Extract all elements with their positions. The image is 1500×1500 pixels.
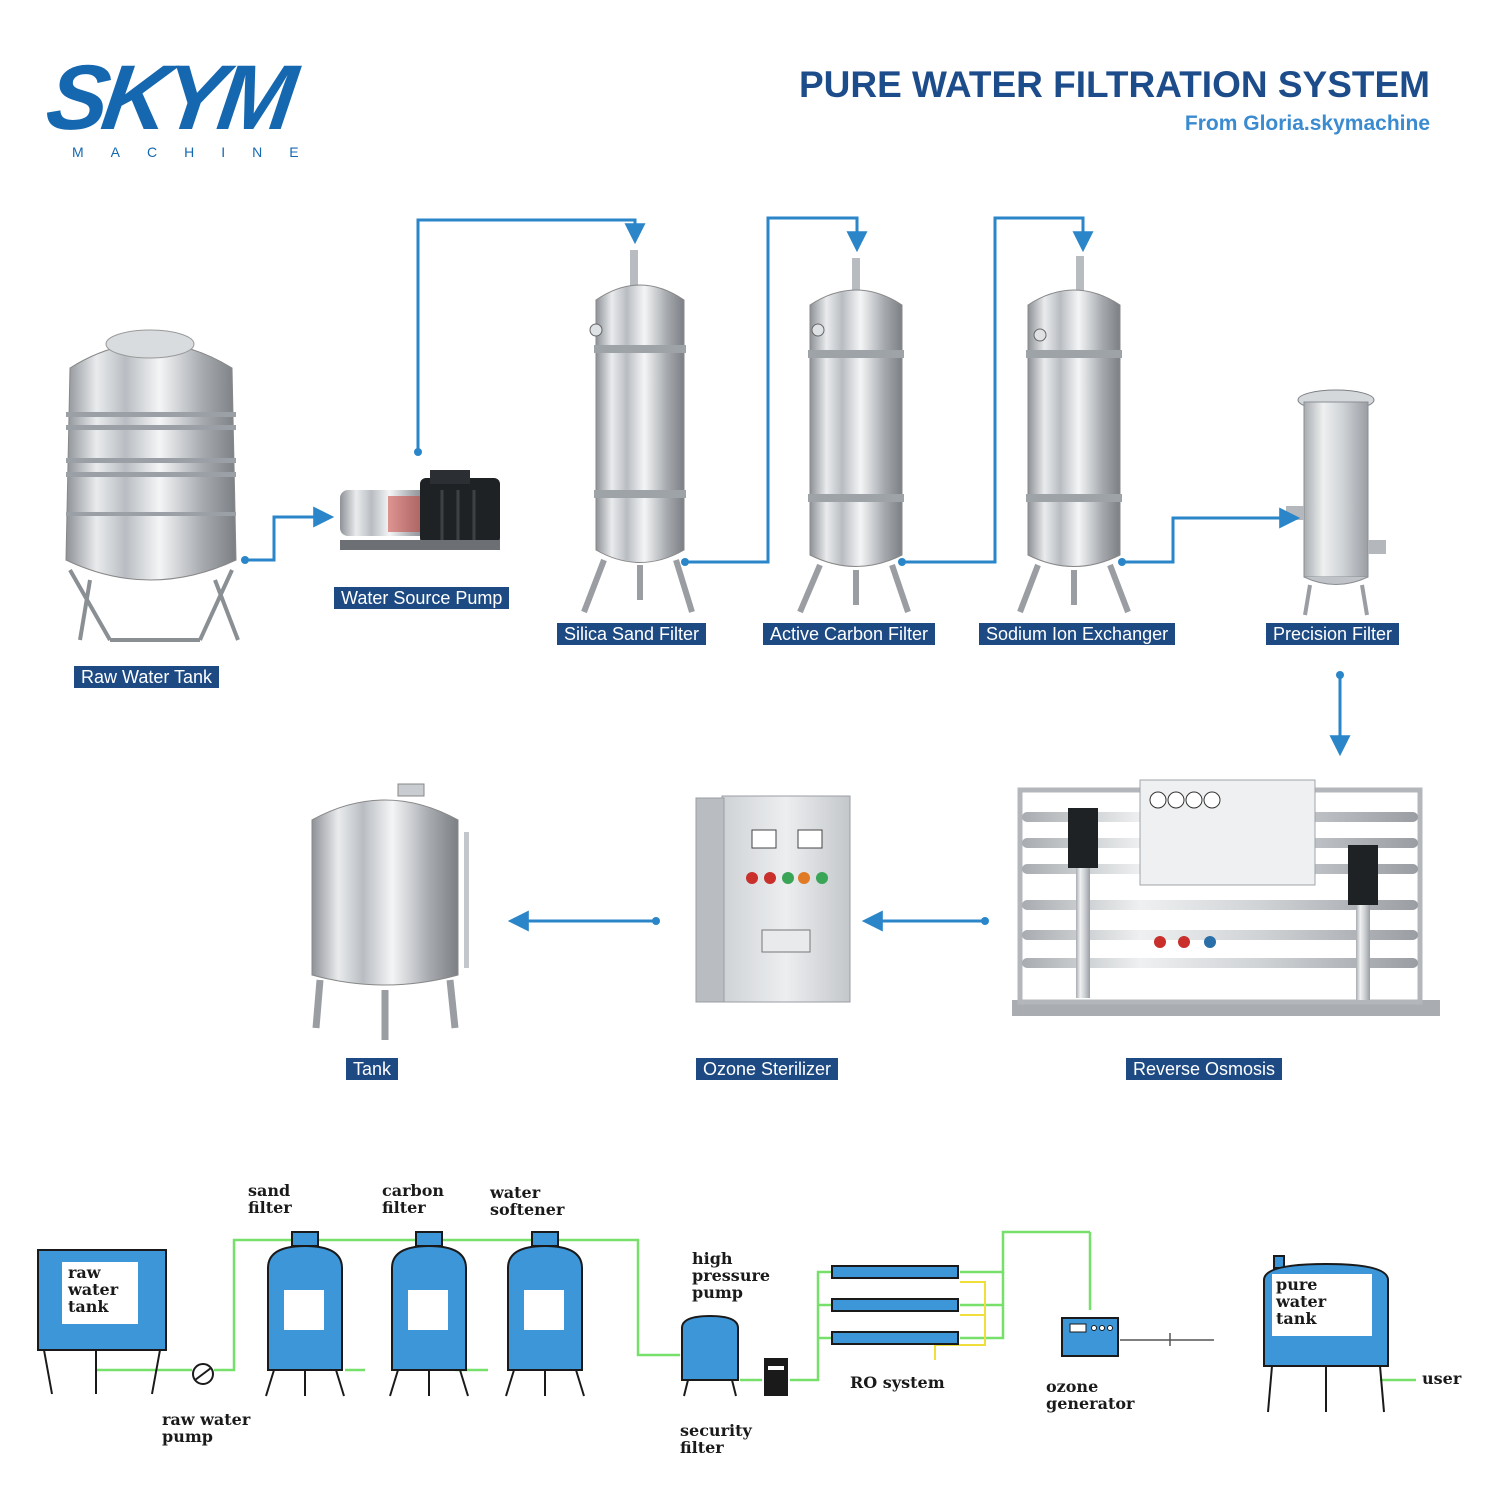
schematic-water-softener bbox=[505, 1231, 585, 1397]
schematic-sand-filter bbox=[265, 1231, 345, 1397]
schematic-label-raw-water-pump: raw water pump bbox=[162, 1410, 256, 1446]
schematic-label-user: user bbox=[1422, 1369, 1462, 1388]
active-carbon-filter-image bbox=[797, 258, 911, 614]
water-source-pump-image bbox=[340, 470, 500, 550]
precision-filter-image bbox=[1286, 389, 1386, 616]
label-precision-filter: Precision Filter bbox=[1266, 623, 1400, 645]
label-ozone-sterilizer: Ozone Sterilizer bbox=[696, 1058, 839, 1080]
flow-dots bbox=[241, 448, 1344, 925]
label-water-source-pump: Water Source Pump bbox=[334, 587, 510, 609]
schematic-ro-membranes bbox=[831, 1265, 959, 1345]
label-tank: Tank bbox=[346, 1058, 399, 1080]
schematic-raw-water-pump bbox=[192, 1363, 214, 1385]
label-raw-water-tank: Raw Water Tank bbox=[74, 666, 220, 688]
schematic-label-pure-water-tank: pure water tank bbox=[1275, 1275, 1332, 1328]
schematic-yellow-lines bbox=[934, 1281, 986, 1360]
skym-logo: SKYM MACHINE bbox=[41, 47, 308, 162]
reverse-osmosis-image bbox=[1012, 779, 1440, 1016]
schematic-label-high-pressure-pump: high pressure pump bbox=[692, 1249, 776, 1302]
schematic-label-raw-water-tank: raw water tank bbox=[67, 1263, 124, 1316]
schematic-label-carbon-filter: carbon filter bbox=[382, 1181, 450, 1217]
arrow-sodium-to-precision bbox=[1122, 507, 1301, 564]
schematic-label-ozone-generator: ozone generator bbox=[1046, 1377, 1135, 1413]
schematic-label-water-softener: water softener bbox=[489, 1183, 565, 1219]
schematic-label-sand-filter: sand filter bbox=[248, 1181, 296, 1217]
arrow-carbon-to-sodium bbox=[902, 216, 1094, 564]
schematic-carbon-filter bbox=[389, 1231, 469, 1397]
schematic-label-security-filter: security filter bbox=[680, 1421, 757, 1457]
schematic-high-pressure-pump bbox=[681, 1314, 739, 1397]
tank-image bbox=[311, 783, 469, 1040]
arrow-sand-to-carbon bbox=[685, 216, 868, 564]
schematic-security-filter bbox=[764, 1358, 788, 1396]
label-silica-sand-filter: Silica Sand Filter bbox=[557, 623, 707, 645]
logo-subtitle: MACHINE bbox=[72, 144, 326, 160]
raw-water-tank-image bbox=[65, 329, 240, 642]
schematic-pure-water-tank bbox=[1263, 1255, 1389, 1413]
sodium-ion-exchanger-image bbox=[1017, 256, 1131, 614]
label-active-carbon-filter: Active Carbon Filter bbox=[763, 623, 936, 645]
silica-sand-filter-image bbox=[581, 250, 695, 614]
arrow-pump-to-sand bbox=[416, 218, 646, 452]
ozone-sterilizer-image bbox=[695, 795, 851, 1003]
label-sodium-ion-exchanger: Sodium Ion Exchanger bbox=[979, 623, 1176, 645]
schematic-thin-line bbox=[1120, 1333, 1214, 1346]
schematic-label-ro-system: RO system bbox=[850, 1373, 945, 1392]
page-title: PURE WATER FILTRATION SYSTEM bbox=[798, 64, 1430, 105]
schematic-raw-water-tank bbox=[37, 1249, 167, 1395]
label-reverse-osmosis: Reverse Osmosis bbox=[1126, 1058, 1283, 1080]
arrow-tank-to-pump bbox=[245, 506, 335, 562]
schematic-ozone-generator bbox=[1061, 1317, 1119, 1357]
flow-arrows bbox=[245, 216, 1351, 932]
page-subtitle: From Gloria.skymachine bbox=[1184, 112, 1430, 135]
